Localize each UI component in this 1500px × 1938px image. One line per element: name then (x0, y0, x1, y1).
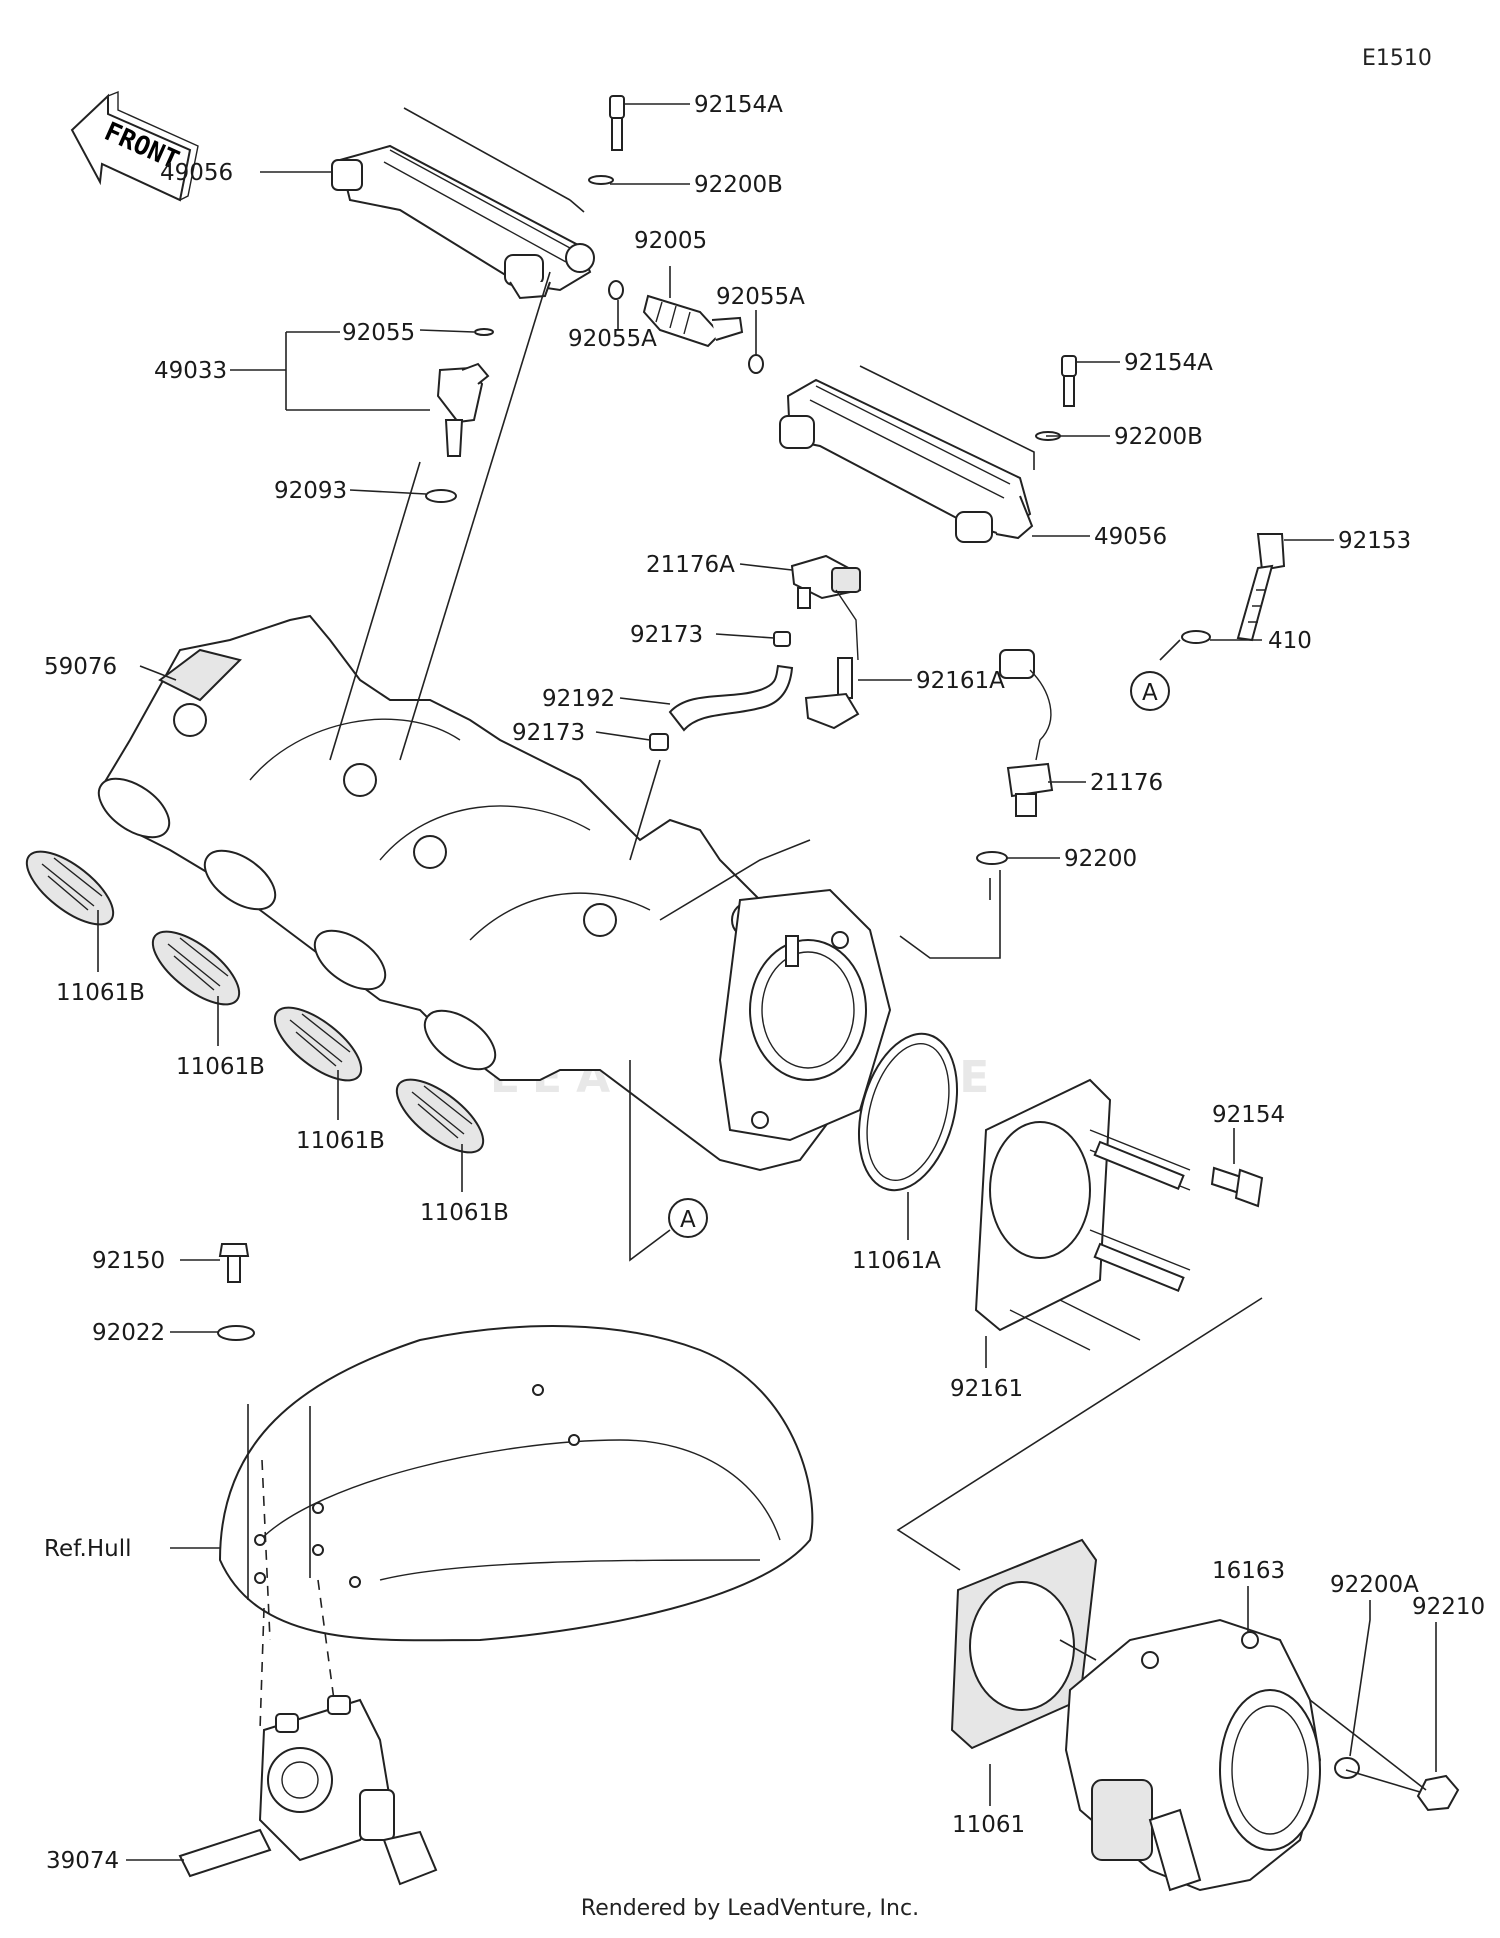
throttle-body-16163 (1064, 1618, 1322, 1892)
label-92154A-top: 92154A (694, 92, 783, 118)
svg-text:A: A (680, 1207, 696, 1233)
clamp-92173-top (773, 631, 791, 647)
callout-A-center: A (668, 1198, 708, 1238)
washer-92200A (1334, 1757, 1360, 1779)
o-ring-11061A (857, 1032, 959, 1192)
sensor-21176 (999, 649, 1054, 817)
gasket-11061B-1 (25, 850, 115, 926)
label-92173-bottom: 92173 (512, 720, 585, 746)
label-92161A: 92161A (916, 668, 1005, 694)
o-ring-92055A-right (748, 354, 764, 374)
label-11061B-2: 11061B (176, 1054, 265, 1080)
washer-92022 (217, 1325, 255, 1341)
label-11061B-1: 11061B (56, 980, 145, 1006)
hose-92192 (668, 664, 794, 732)
label-92210: 92210 (1412, 1594, 1485, 1620)
nut-92210 (1416, 1774, 1460, 1812)
label-92022: 92022 (92, 1320, 165, 1346)
label-92200B-right: 92200B (1114, 424, 1203, 450)
label-59076: 59076 (44, 654, 117, 680)
label-92200A: 92200A (1330, 1572, 1419, 1598)
callout-A-right: A (1130, 671, 1170, 711)
gasket-11061B-4 (395, 1078, 485, 1154)
label-92200: 92200 (1064, 846, 1137, 872)
label-92200B-top: 92200B (694, 172, 783, 198)
label-49056-top: 49056 (160, 160, 233, 186)
label-11061A: 11061A (852, 1248, 941, 1274)
label-92150: 92150 (92, 1248, 165, 1274)
label-49033: 49033 (154, 358, 227, 384)
label-92093: 92093 (274, 478, 347, 504)
footer-credit: Rendered by LeadVenture, Inc. (580, 1896, 920, 1921)
label-49056-right: 49056 (1094, 524, 1167, 550)
label-410: 410 (1268, 628, 1312, 654)
diagram-code: E1510 (1362, 46, 1432, 71)
svg-text:A: A (1142, 680, 1158, 706)
label-92173-top: 92173 (630, 622, 703, 648)
fitting-92005 (642, 294, 744, 348)
label-21176: 21176 (1090, 770, 1163, 796)
sensor-39074 (178, 1579, 438, 1886)
label-92161: 92161 (950, 1376, 1023, 1402)
label-92154A-right: 92154A (1124, 350, 1213, 376)
label-16163: 16163 (1212, 1558, 1285, 1584)
hull-ref (218, 1325, 814, 1642)
washer-410 (1181, 630, 1211, 644)
label-21176A: 21176A (646, 552, 735, 578)
label-ref-hull: Ref.Hull (44, 1536, 132, 1562)
washer-92200 (976, 851, 1008, 865)
o-ring-92055A-left (608, 280, 624, 300)
gasket-11061 (950, 1538, 1098, 1750)
bolt-92154A-right (1061, 355, 1077, 407)
bolt-92150 (218, 1243, 250, 1283)
label-92055A-left: 92055A (568, 326, 657, 352)
label-39074: 39074 (46, 1848, 119, 1874)
label-92192: 92192 (542, 686, 615, 712)
bolt-92154A-top (609, 95, 625, 151)
fuel-rail-right (779, 378, 1034, 543)
injector-49033 (425, 328, 494, 503)
part-labels: 92154A 92200B 49056 92005 92055A 92055A … (44, 92, 1485, 1874)
label-11061B-4: 11061B (420, 1200, 509, 1226)
bolt-92153 (1236, 533, 1286, 642)
fuel-rail-left (331, 144, 595, 300)
gasket-11061B-2 (151, 930, 241, 1006)
label-92055A-right: 92055A (716, 284, 805, 310)
label-92154: 92154 (1212, 1102, 1285, 1128)
label-92005: 92005 (634, 228, 707, 254)
label-92055: 92055 (342, 320, 415, 346)
intake-manifold-59076 (97, 614, 892, 1172)
bolt-92154 (1210, 1166, 1264, 1208)
clamp-92173-bottom (649, 733, 669, 751)
leader-lines (97, 103, 1437, 1861)
label-92153: 92153 (1338, 528, 1411, 554)
label-11061B-3: 11061B (296, 1128, 385, 1154)
sensor-92161A (804, 589, 860, 730)
washer-92200B-top (588, 175, 614, 185)
label-11061: 11061 (952, 1812, 1025, 1838)
spacer-92161 (974, 1078, 1191, 1351)
gasket-11061B-3 (273, 1006, 363, 1082)
sensor-21176A (790, 554, 862, 609)
